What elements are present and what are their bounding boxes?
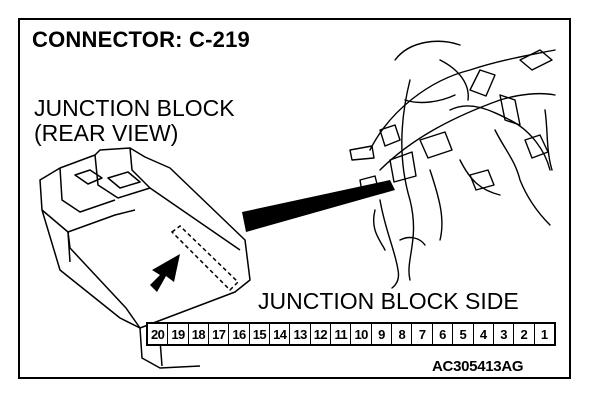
connector-pin: 13 [290,324,311,344]
connector-pin: 15 [250,324,271,344]
connector-pin: 10 [351,324,372,344]
connector-location-outline [170,225,240,292]
rear-view-label: (REAR VIEW) [34,120,179,146]
connector-pin: 8 [392,324,413,344]
location-arrow [150,254,180,292]
part-code: AC305413AG [432,358,524,375]
junction-block-label: JUNCTION BLOCK [34,95,235,121]
connector-pin: 2 [514,324,535,344]
connector-pin: 18 [189,324,210,344]
junction-block-body [39,147,251,369]
connector-pin: 14 [270,324,291,344]
diagram-frame [18,18,571,379]
connector-pin: 16 [229,324,250,344]
connector-pin: 5 [453,324,474,344]
connector-pin: 1 [540,326,548,342]
connector-pin: 19 [168,324,189,344]
connector-pin: 20 [148,324,169,344]
callout-wedge [242,180,395,232]
connector-pin: 6 [433,324,454,344]
connector-pin: 11 [331,324,352,344]
connector-pin: 12 [311,324,332,344]
connector-pin: 9 [372,324,393,344]
dashboard-harness [349,40,556,289]
connector-pin: 3 [494,324,515,344]
connector-pin: 7 [412,324,433,344]
connector-pin: 17 [209,324,230,344]
connector-title: CONNECTOR: C-219 [32,27,250,52]
junction-block-side-label: JUNCTION BLOCK SIDE [258,288,519,314]
connector-pin: 4 [474,324,494,344]
